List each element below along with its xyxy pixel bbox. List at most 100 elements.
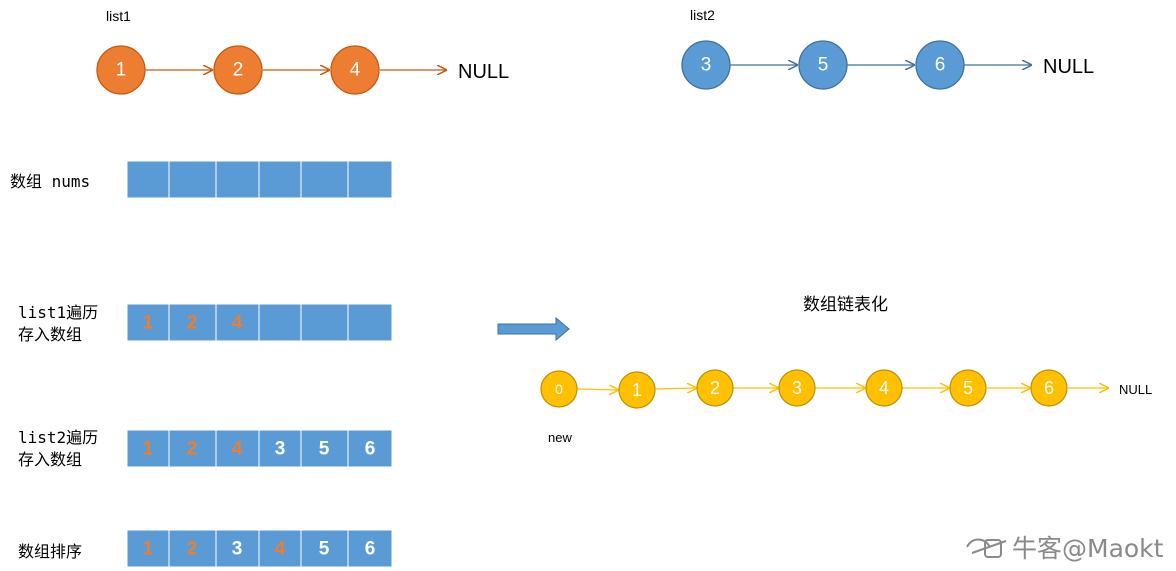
result-node-circle [778,369,816,407]
array-cell [168,529,217,568]
array-row-label: 数组排序 [18,542,82,561]
watermark: 牛客@Maokt [966,534,1164,563]
array-cell [215,429,260,468]
result-node: 3 [778,369,816,407]
watermark-text: 牛客@Maokt [1012,534,1164,563]
result-node-value: 3 [792,378,802,398]
array-cell [347,429,393,468]
list2-node: 6 [915,40,965,90]
list1-node-circle [213,45,263,95]
array-cell-value: 5 [319,439,330,460]
result-node-value: 1 [632,380,642,400]
array-row-label: list2遍历 [18,428,98,447]
result-node-value: 4 [879,378,889,398]
result-node-value: 0 [555,381,563,397]
array-cell [300,303,349,342]
nowcoder-logo-icon [966,538,1007,558]
result-node: 1 [618,371,656,409]
array-cell [347,303,393,342]
list2-null-label: NULL [1043,56,1094,78]
list2-node-circle [915,40,965,90]
array-cell [215,160,260,199]
result-group: 数组链表化 0 1 2 3 4 [540,295,1152,445]
array-cells: 1 2 4 3 5 6 [126,429,393,468]
array-cell [300,429,349,468]
transform-arrow-icon [497,316,570,342]
list2-node-value: 5 [818,55,829,76]
array-cell [126,303,170,342]
array-cell [258,160,302,199]
result-node-circle [949,369,987,407]
array-cell [126,160,170,199]
array-cell-value: 2 [187,313,198,334]
array-cell-value: 1 [143,313,154,334]
list2-node-value: 6 [935,55,946,76]
list2-label: list2 [690,7,715,23]
array-cell-value: 2 [187,539,198,560]
list1-node-value: 1 [116,60,127,81]
result-arrows [576,388,1108,390]
array-cell [300,529,349,568]
list1-group: list1 1 2 4 NULL [96,8,509,95]
array-cell-value: 6 [365,439,376,460]
array-cell-value: 3 [275,439,286,460]
result-node: 5 [949,369,987,407]
list2-node-circle [798,40,848,90]
list1-null-label: NULL [458,61,509,83]
result-node-circle [865,369,903,407]
array-row-label: 数组 nums [10,172,90,191]
array-cell-value: 4 [232,313,243,334]
array-cell [126,429,170,468]
list2-node-value: 3 [701,55,712,76]
array-cell-value: 5 [319,539,330,560]
result-node-value: 2 [710,378,720,398]
result-node: 6 [1030,369,1068,407]
array-cells: 1 2 3 4 5 6 [126,529,393,568]
array-row-label: 存入数组 [18,325,82,344]
result-null-label: NULL [1119,382,1152,397]
list1-node: 2 [213,45,263,95]
array-cell [126,529,170,568]
list2-group: list2 3 5 6 NULL [681,7,1094,90]
array-cell [347,160,393,199]
array-sorted-row: 数组排序 1 2 3 4 5 6 [18,529,393,568]
list1-node-circle [330,45,380,95]
array-cell-value: 1 [143,439,154,460]
array-row-label: 存入数组 [18,450,82,469]
result-node: 2 [696,369,734,407]
result-node-circle [696,369,734,407]
result-node-circle [618,371,656,409]
list1-node: 1 [96,45,146,95]
result-node-value: 5 [963,378,973,398]
array-nums-row: 数组 nums [10,160,393,199]
array-row-label: list1遍历 [18,303,98,322]
array-list2-row: list2遍历 存入数组 1 2 4 3 5 6 [18,428,393,469]
array-cell [215,529,260,568]
array-cell [168,303,217,342]
list1-node: 4 [330,45,380,95]
array-cell [300,160,349,199]
array-cells [126,160,393,199]
array-cell [168,160,217,199]
array-cell-value: 2 [187,439,198,460]
list1-node-value: 2 [233,60,244,81]
list1-label: list1 [106,8,131,24]
array-cell [258,529,302,568]
result-node-value: 6 [1044,378,1054,398]
list2-node-circle [681,40,731,90]
result-node: 4 [865,369,903,407]
array-cell [347,529,393,568]
result-arrow [654,388,696,389]
result-node: 0 [540,370,578,408]
list1-node-circle [96,45,146,95]
result-title: 数组链表化 [803,295,888,315]
list1-node-value: 4 [350,60,361,81]
result-head-label: new [548,430,572,445]
array-cell [258,303,302,342]
array-cell-value: 4 [232,439,243,460]
array-cell-value: 3 [232,539,243,560]
list2-node: 3 [681,40,731,90]
array-cell-value: 1 [143,539,154,560]
result-arrow [576,389,618,390]
